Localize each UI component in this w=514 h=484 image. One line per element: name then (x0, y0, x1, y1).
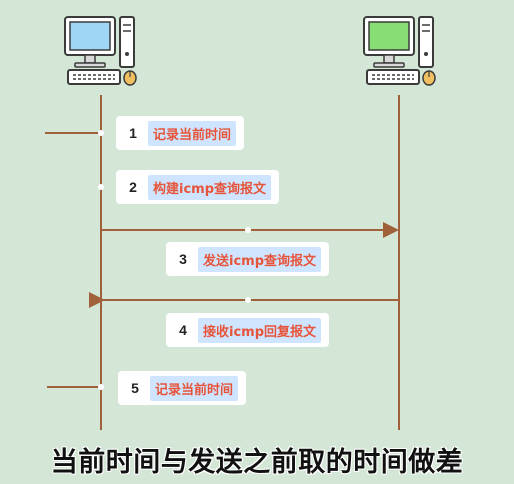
connector-dot (245, 297, 251, 303)
connector-dot (245, 227, 251, 233)
step-label: 构建icmp查询报文 (148, 174, 272, 200)
step-label: 记录当前时间 (150, 375, 239, 401)
left-computer-icon (62, 12, 140, 90)
step-number: 3 (179, 251, 187, 267)
step-3-box: 3 发送icmp查询报文 (166, 242, 330, 276)
step-1-box: 1 记录当前时间 (116, 116, 245, 150)
step-label: 接收icmp回复报文 (198, 317, 322, 343)
connector-dot (98, 384, 104, 390)
step-label: 发送icmp查询报文 (198, 246, 322, 272)
right-computer-icon (361, 12, 439, 90)
caption-subtitle: 当前时间与发送之前取的时间做差 (50, 447, 464, 478)
step-number: 2 (129, 179, 137, 195)
step-2-box: 2 构建icmp查询报文 (116, 170, 280, 204)
step-number: 4 (179, 322, 187, 338)
step-number: 5 (131, 380, 139, 396)
connector-dot (98, 130, 104, 136)
step-5-box: 5 记录当前时间 (118, 371, 247, 405)
step-4-box: 4 接收icmp回复报文 (166, 313, 330, 347)
step-label: 记录当前时间 (148, 120, 237, 146)
connector-dot (98, 184, 104, 190)
step-number: 1 (129, 125, 137, 141)
